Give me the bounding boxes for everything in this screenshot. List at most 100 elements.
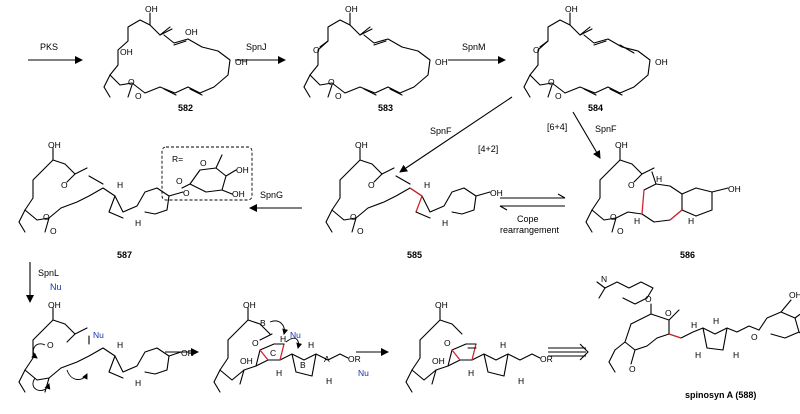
o-label: O: [533, 45, 540, 55]
ring-c-label: C: [270, 348, 276, 358]
o-label: O: [444, 338, 451, 348]
o-label: O: [313, 45, 320, 55]
oh-label: OH: [243, 300, 256, 310]
intermediate-1: OH Nu O OR H H: [18, 300, 194, 393]
spnf-label: SpnF: [595, 124, 617, 134]
h-label: H: [117, 180, 123, 190]
o-label: O: [176, 176, 183, 186]
spinosyn-a: N O O O O OH OH OH H H H H spinosyn A (5…: [596, 274, 800, 400]
o-label: O: [135, 91, 142, 101]
spnm-label: SpnM: [462, 42, 486, 52]
cope-label: Cope: [517, 214, 539, 224]
spinosyn-a-label: spinosyn A (588): [685, 390, 756, 400]
base-label: B: [260, 318, 266, 328]
spnf-42-step: SpnF [4+2]: [399, 96, 513, 173]
compound-587: OH O O O O H H 587: [18, 140, 190, 260]
cycloaddition-42-label: [4+2]: [478, 144, 498, 154]
oh-label: OH: [236, 165, 249, 175]
o-label: O: [61, 180, 68, 190]
compound-582-label: 582: [178, 103, 193, 113]
o-label: O: [335, 91, 342, 101]
h-label: H: [468, 368, 474, 378]
intermediate-2: OH B Nu O OH OR C B A H H H H: [213, 300, 361, 393]
spng-label: SpnG: [260, 190, 283, 200]
oh-label: OH: [655, 57, 668, 67]
oh-label: OH: [728, 184, 741, 194]
spnm-step: SpnM: [448, 42, 506, 64]
or-label: OR: [181, 348, 194, 358]
oh-label: OH: [565, 4, 578, 14]
r-group-definition: R= OH OH O O: [161, 146, 253, 201]
h-label: H: [326, 376, 332, 386]
h-label: H: [500, 340, 506, 350]
o-label: O: [47, 340, 54, 350]
o-label: O: [548, 77, 555, 87]
oh-label: OH: [185, 27, 198, 37]
oh-label: OH: [232, 189, 245, 199]
oh-label: OH: [48, 300, 61, 310]
oh-label: OH: [145, 4, 158, 14]
oh-label: OH: [48, 140, 61, 150]
o-label: O: [350, 212, 357, 222]
h-label: H: [713, 316, 719, 326]
compound-587-label: 587: [117, 250, 132, 260]
oh-label: OH: [345, 4, 358, 14]
pks-step: PKS: [28, 42, 83, 64]
compound-586-label: 586: [680, 250, 695, 260]
h-label: H: [308, 340, 314, 350]
o-label: O: [629, 364, 636, 374]
compound-586: OH O O O OH H H H 586: [585, 140, 741, 260]
h-label: H: [691, 320, 697, 330]
ring-b-label: B: [300, 360, 306, 370]
h-label: H: [135, 218, 141, 228]
o-label: O: [252, 338, 259, 348]
nme2-label: N: [601, 274, 607, 284]
o-label: O: [645, 294, 652, 304]
h-label: H: [634, 216, 640, 226]
o-label: O: [368, 180, 375, 190]
o-label: O: [555, 91, 562, 101]
nu-label: Nu: [290, 330, 301, 340]
oh-label: OH: [435, 300, 448, 310]
oh-label: OH: [355, 140, 368, 150]
o-label: O: [628, 180, 635, 190]
o-label: O: [128, 77, 135, 87]
r-equals-label: R=: [172, 154, 183, 164]
o-label: O: [200, 158, 207, 168]
o-label: O: [610, 212, 617, 222]
nu-leaving-label: Nu: [358, 368, 369, 378]
o-label: O: [50, 226, 57, 236]
h-label: H: [117, 340, 123, 350]
h-label: H: [135, 378, 141, 388]
spnj-label: SpnJ: [246, 42, 267, 52]
h-label: H: [656, 174, 662, 184]
ring-a-label: A: [324, 354, 330, 364]
o-label: O: [751, 332, 758, 342]
h-label: H: [424, 180, 430, 190]
nu-label: Nu: [50, 282, 62, 292]
spnl-label: SpnL: [38, 268, 59, 278]
spnf-64-step: [6+4] SpnF: [547, 111, 617, 159]
compound-582: OH OH OH OH O O 582: [103, 4, 248, 113]
o-label: O: [183, 188, 190, 198]
o-label: O: [43, 212, 50, 222]
spng-step: SpnG: [249, 190, 302, 212]
final-arrow: [548, 343, 589, 361]
oh-label: OH: [235, 57, 248, 67]
spnj-step: SpnJ: [235, 42, 286, 64]
spnf-label: SpnF: [430, 126, 452, 136]
compound-583-label: 583: [378, 103, 393, 113]
or-label: OR: [348, 354, 361, 364]
h-label: H: [280, 334, 286, 344]
oh-label: OH: [490, 188, 503, 198]
oh-label: OH: [240, 356, 253, 366]
oh-label: OH: [120, 47, 133, 57]
oh-label: OH: [789, 290, 800, 300]
o-label: O: [617, 226, 624, 236]
compound-585-label: 585: [407, 250, 422, 260]
cycloaddition-64-label: [6+4]: [547, 122, 567, 132]
intermediate-3: OH O OH OR H H H: [405, 300, 553, 393]
h-label: H: [688, 216, 694, 226]
or-label: OR: [540, 354, 553, 364]
